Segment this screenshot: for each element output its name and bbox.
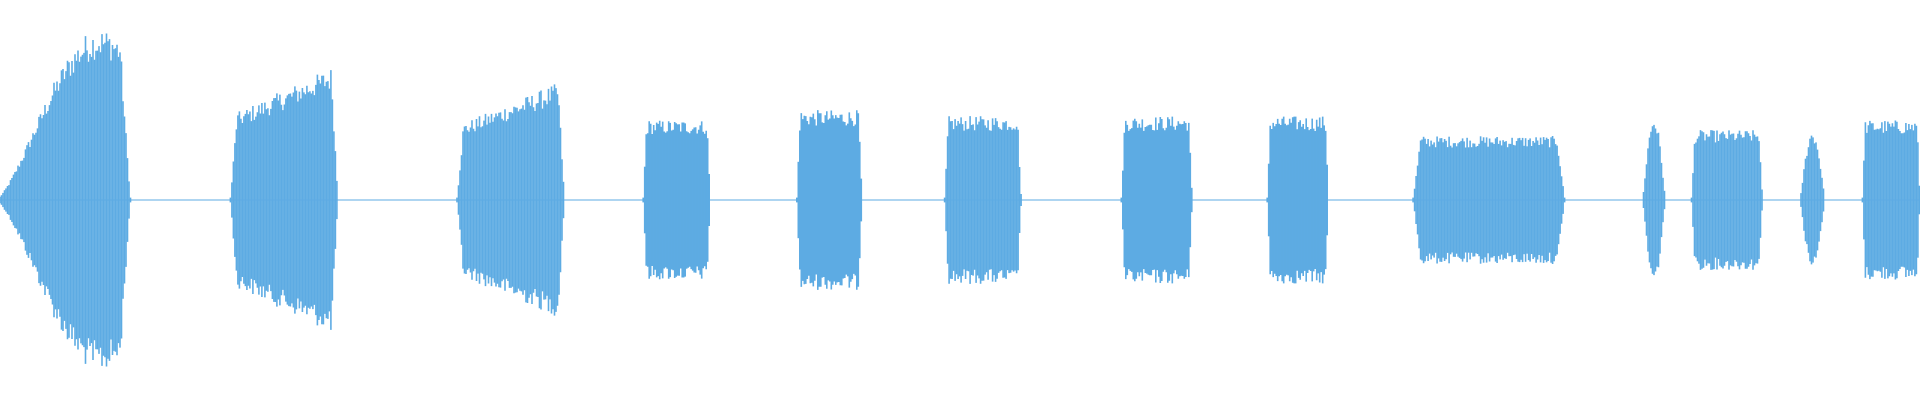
waveform-bars: [0, 33, 1920, 367]
